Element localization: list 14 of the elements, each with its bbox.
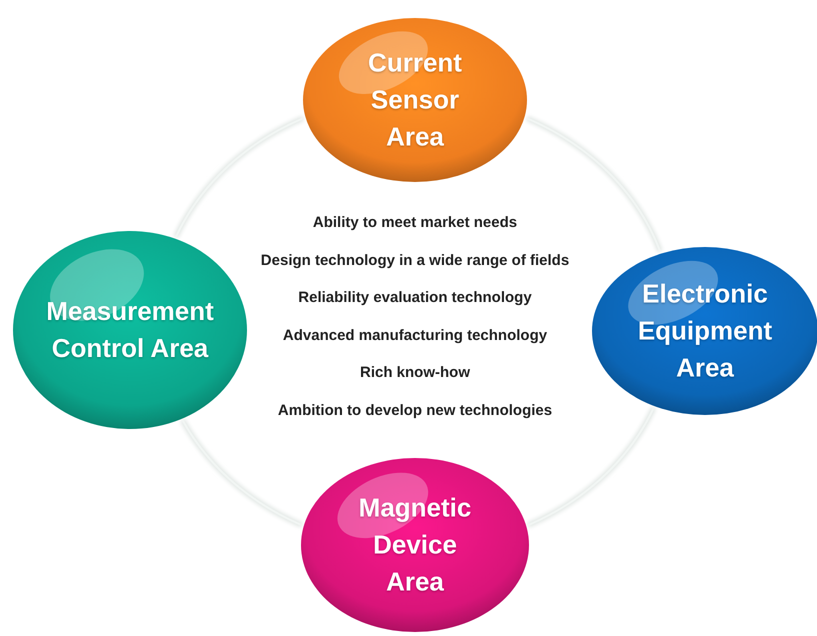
strength-text: Rich know-how [359,364,471,381]
strength-text: Design technology in a wide range of fields [260,252,570,268]
ring-arc [174,116,304,238]
ring-arc [526,116,662,252]
strength-text: Ability to meet market needs [312,214,518,231]
area-label: Measurement Control Area [46,295,214,365]
strength-text: Ambition to develop new technologies [276,402,554,418]
ring-arc [180,418,303,528]
area-label: Current Sensor Area [368,46,462,154]
area-label: Electronic Equipment Area [638,278,772,384]
strength-text: Reliability evaluation technology [297,289,533,306]
area-label: Magnetic Device Area [358,492,472,598]
ring-arc [526,406,656,528]
strength-text: Advanced manufacturing technology [282,326,548,344]
